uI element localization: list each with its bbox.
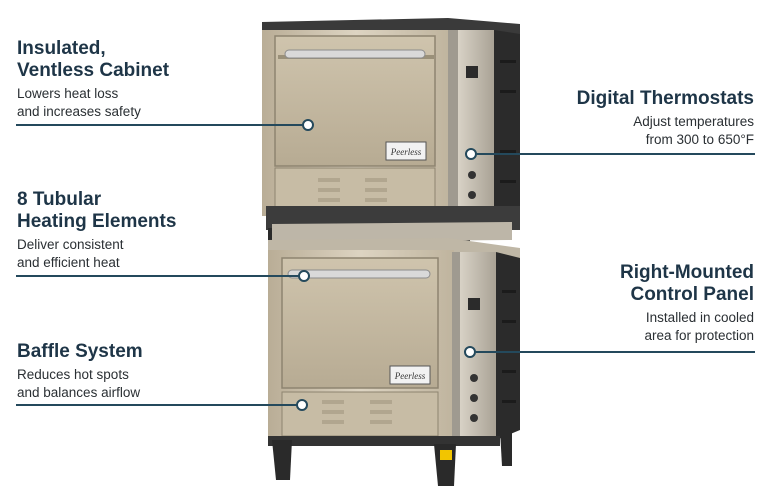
callout-description: Installed in cooled area for protection	[620, 309, 754, 345]
callout-description: Adjust temperatures from 300 to 650°F	[577, 113, 754, 149]
leader-line-insulated	[16, 124, 304, 126]
desc-line: Reduces hot spots	[17, 367, 129, 382]
desc-line: and balances airflow	[17, 385, 141, 400]
callout-title: 8 Tubular	[17, 189, 102, 210]
callout-title: Heating Elements	[17, 211, 177, 232]
brand-badge-lower: Peerless	[394, 371, 426, 381]
marker-dot-baffle	[296, 399, 308, 411]
leader-line-thermostats	[477, 153, 755, 155]
callout-digital-thermostats: Digital Thermostats Adjust temperatures …	[577, 88, 754, 149]
brand-badge-upper: Peerless	[390, 147, 422, 157]
callout-title: Insulated,	[17, 38, 106, 59]
leader-line-baffle	[16, 404, 298, 406]
callout-title: Ventless Cabinet	[17, 60, 170, 81]
marker-dot-control-panel	[464, 346, 476, 358]
callout-description: Reduces hot spots and balances airflow	[17, 366, 143, 402]
callout-control-panel: Right-Mounted Control Panel Installed in…	[620, 262, 754, 345]
desc-line: from 300 to 650°F	[645, 132, 754, 147]
callout-title: Digital Thermostats	[576, 88, 754, 109]
callout-baffle-system: Baffle System Reduces hot spots and bala…	[17, 341, 143, 402]
desc-line: and efficient heat	[17, 255, 120, 270]
lower-oven: Peerless	[268, 238, 520, 440]
leader-line-control-panel	[476, 351, 755, 353]
callout-title: Baffle System	[17, 341, 143, 362]
leader-line-heating	[16, 275, 299, 277]
callout-description: Lowers heat loss and increases safety	[17, 85, 169, 121]
marker-dot-insulated	[302, 119, 314, 131]
callout-title: Right-Mounted	[619, 262, 754, 283]
callout-heating-elements: 8 Tubular Heating Elements Deliver consi…	[17, 189, 176, 272]
oven-legs	[268, 430, 512, 486]
marker-dot-heating	[298, 270, 310, 282]
desc-line: Installed in cooled	[645, 310, 754, 325]
upper-oven: Peerless	[262, 18, 520, 216]
desc-line: and increases safety	[17, 104, 141, 119]
callout-description: Deliver consistent and efficient heat	[17, 236, 176, 272]
callout-title: Control Panel	[630, 284, 754, 305]
marker-dot-thermostats	[465, 148, 477, 160]
desc-line: Deliver consistent	[17, 237, 124, 252]
desc-line: Lowers heat loss	[17, 86, 119, 101]
callout-insulated-cabinet: Insulated, Ventless Cabinet Lowers heat …	[17, 38, 169, 121]
desc-line: Adjust temperatures	[633, 114, 754, 129]
desc-line: area for protection	[644, 328, 754, 343]
